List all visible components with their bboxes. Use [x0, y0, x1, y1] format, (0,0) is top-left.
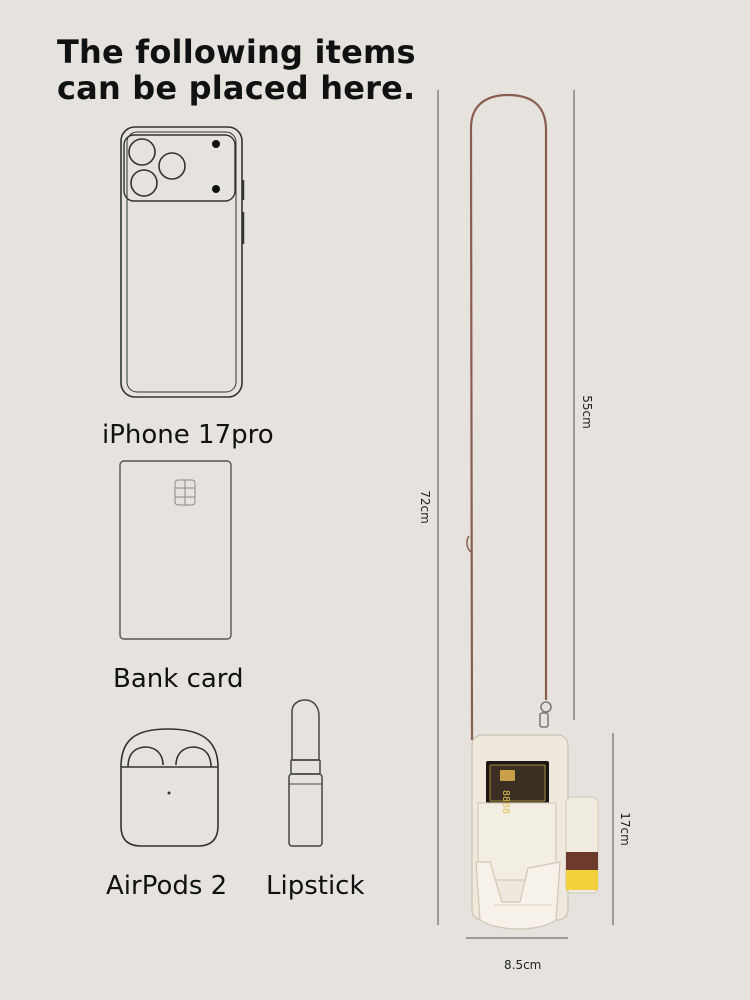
- card-digits: 8888: [500, 790, 511, 814]
- dimension-strap-length: 55cm: [580, 395, 594, 429]
- bank-card-icon: [119, 460, 232, 640]
- item-label-iphone: iPhone 17pro: [102, 420, 274, 450]
- item-label-lipstick: Lipstick: [266, 871, 365, 901]
- airpods-case-icon: [120, 728, 219, 847]
- dimension-lines: [437, 90, 614, 939]
- dimension-total-length: 72cm: [418, 490, 432, 524]
- chip-icon: [174, 479, 196, 506]
- lipstick-icon: [288, 699, 323, 847]
- page-heading: The following items can be placed here.: [57, 34, 416, 106]
- heading-line-1: The following items: [57, 33, 416, 71]
- strap: [466, 93, 552, 741]
- dimension-bag-width: 8.5cm: [504, 958, 542, 972]
- item-label-bank-card: Bank card: [113, 664, 244, 694]
- phone-bag: [471, 734, 599, 930]
- dimension-bag-height: 17cm: [618, 812, 632, 846]
- item-label-airpods: AirPods 2: [106, 871, 228, 901]
- heading-line-2: can be placed here.: [57, 69, 416, 107]
- phone-icon: [120, 126, 245, 398]
